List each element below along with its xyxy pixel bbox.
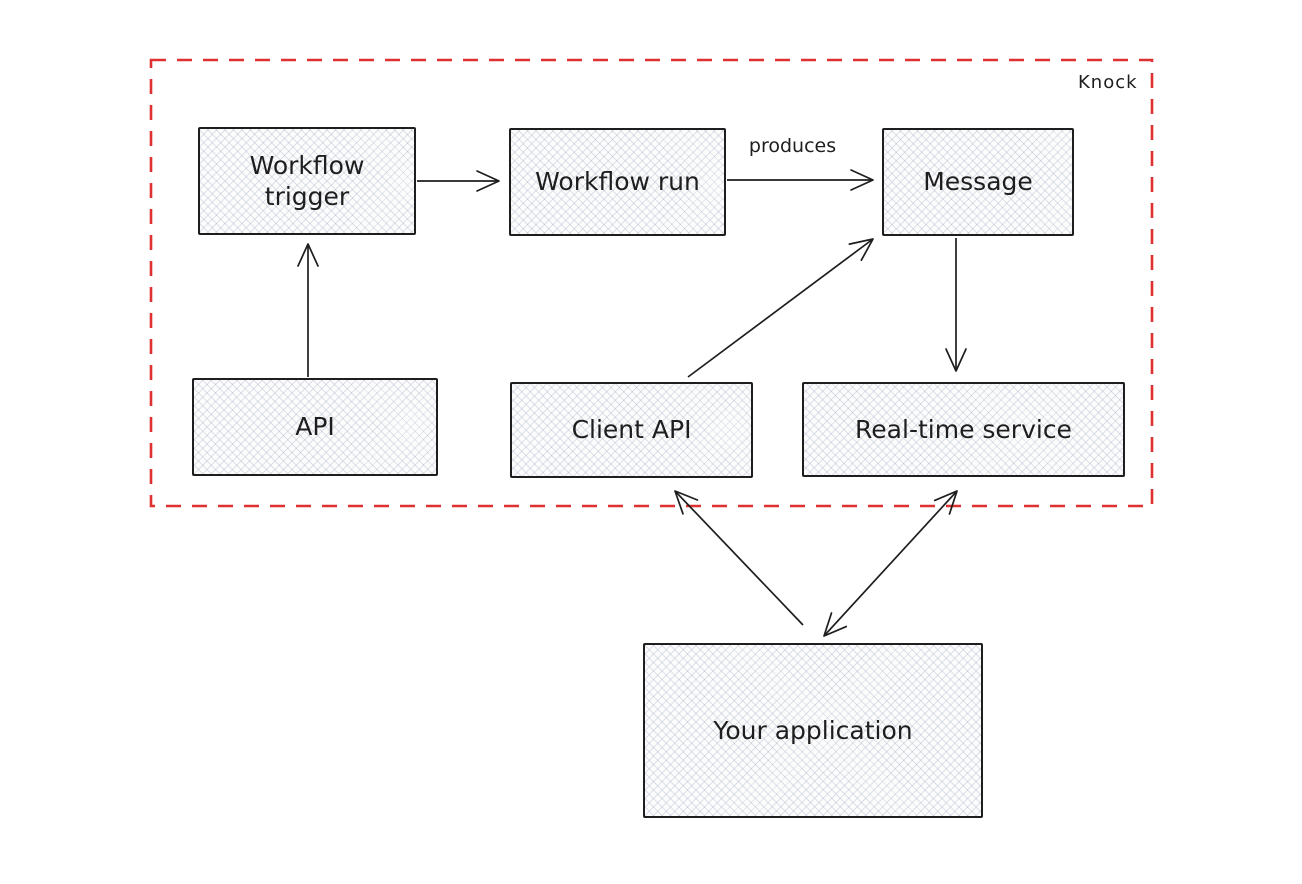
arrow-client-api-to-message xyxy=(687,238,874,378)
node-client-api: Client API xyxy=(510,382,753,478)
node-workflow-trigger: Workflow trigger xyxy=(198,127,416,235)
node-api-label: API xyxy=(295,412,335,442)
node-message-label: Message xyxy=(923,167,1033,197)
node-real-time-service-label: Real-time service xyxy=(855,414,1072,444)
node-workflow-trigger-label: Workflow trigger xyxy=(249,150,365,211)
knock-frame-label: Knock xyxy=(1078,72,1138,93)
node-workflow-run: Workflow run xyxy=(509,128,726,236)
node-workflow-run-label: Workflow run xyxy=(535,167,700,197)
node-client-api-label: Client API xyxy=(571,415,692,445)
node-your-application-label: Your application xyxy=(713,715,913,745)
node-message: Message xyxy=(882,128,1074,236)
node-your-application: Your application xyxy=(643,643,983,818)
node-real-time-service: Real-time service xyxy=(802,382,1125,477)
arrow-your-application-to-client-api xyxy=(674,490,804,626)
arrow-your-application-real-time-service-bidirectional xyxy=(823,490,958,637)
node-api: API xyxy=(192,378,438,476)
edge-label-produces: produces xyxy=(748,135,837,157)
